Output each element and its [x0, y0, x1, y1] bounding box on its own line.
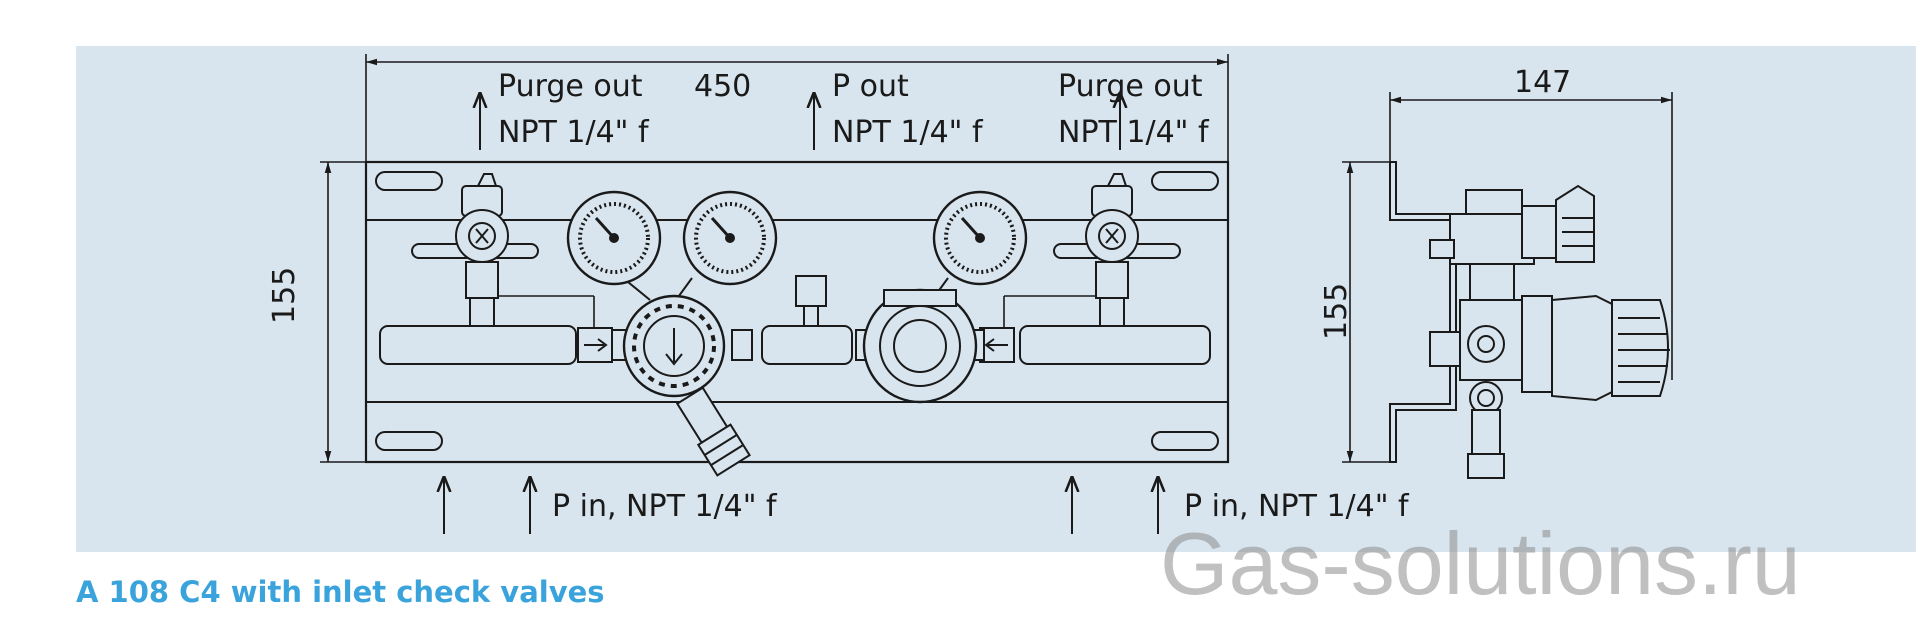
- mounting-plate: [364, 160, 1230, 464]
- outlet-fitting: [795, 275, 827, 327]
- pressure-gauge-2: [682, 190, 778, 286]
- dimension-line-side-height: [1342, 161, 1390, 463]
- label-purge-out-left-thread: NPT 1/4" f: [498, 115, 649, 150]
- mounting-slot: [1151, 431, 1219, 451]
- side-view: [1342, 92, 1673, 479]
- pipe-middle: [761, 325, 853, 365]
- figure-caption: A 108 C4 with inlet check valves: [76, 575, 605, 609]
- label-p-out-thread: NPT 1/4" f: [832, 115, 983, 150]
- purge-valve-right: [1003, 173, 1181, 328]
- pipe-right: [1019, 325, 1211, 365]
- check-valve-right: [979, 327, 1015, 363]
- dimension-line-height: [320, 161, 366, 463]
- dimension-label-side-width: 147: [1514, 65, 1572, 100]
- dimension-label-height: 155: [267, 266, 302, 324]
- purge-valve-left: [411, 173, 595, 328]
- label-p-in-right: P in, NPT 1/4" f: [1184, 489, 1409, 524]
- label-purge-out-right-thread: NPT 1/4" f: [1058, 115, 1209, 150]
- dimension-label-side-height: 155: [1319, 282, 1354, 340]
- dimension-label-width: 450: [694, 69, 752, 104]
- label-p-out: P out: [832, 69, 909, 104]
- pressure-gauge-1: [566, 190, 662, 286]
- drawing-panel: [76, 46, 1916, 552]
- mounting-slot: [375, 431, 443, 451]
- pressure-gauge-3: [932, 190, 1028, 286]
- pipe-left: [379, 325, 577, 365]
- dimension-line-depth: [1389, 92, 1673, 380]
- pressure-regulator-right: [855, 288, 985, 404]
- mounting-slot: [1151, 171, 1219, 191]
- front-view: [320, 54, 1230, 534]
- label-purge-out-right: Purge out: [1058, 69, 1203, 104]
- label-p-in-left: P in, NPT 1/4" f: [552, 489, 777, 524]
- mounting-slot: [375, 171, 443, 191]
- watermark: Gas-solutions.ru: [1160, 514, 1801, 613]
- side-regulator-body: [1429, 184, 1670, 479]
- side-bracket: [1389, 161, 1457, 463]
- dimension-line-width: [365, 54, 1229, 162]
- check-valve-left: [577, 327, 613, 363]
- label-purge-out-left: Purge out: [498, 69, 643, 104]
- pressure-regulator-left: [611, 294, 753, 477]
